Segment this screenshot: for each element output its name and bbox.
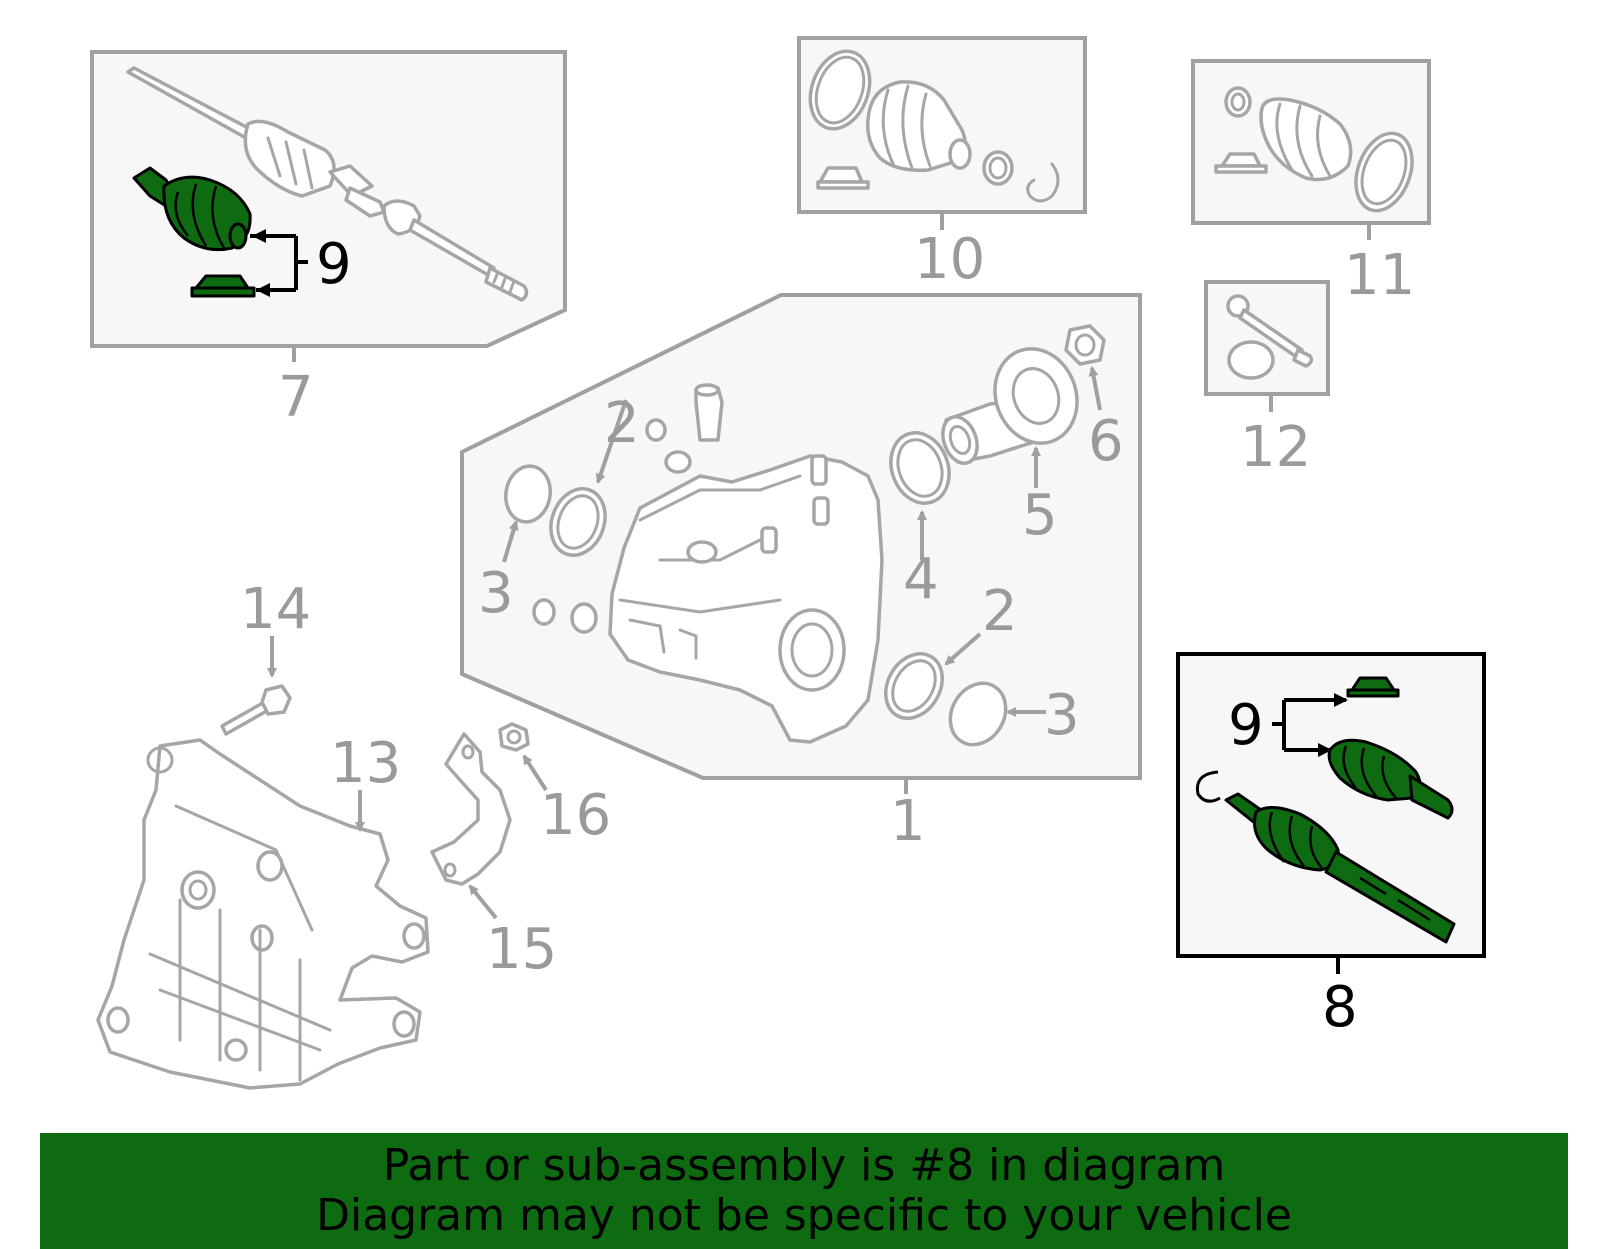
callout-2-upper: 2 — [604, 391, 640, 456]
panel-1-differential: 2 3 4 5 6 2 3 1 — [460, 293, 1142, 854]
panel-7-axle-assembly: 9 7 — [90, 50, 567, 430]
mount-bracket-13-part: 13 — [96, 731, 430, 1090]
callout-13: 13 — [330, 731, 401, 796]
callout-3-left: 3 — [478, 561, 514, 626]
panel-10-boot-kit: 10 — [797, 36, 1087, 292]
cv-joint-9-highlight — [132, 166, 252, 252]
callout-2-lower: 2 — [982, 579, 1018, 644]
callout-9-lower: 9 — [1228, 693, 1264, 758]
panel-12-pin-kit: 12 — [1204, 280, 1330, 480]
banner-line-1: Part or sub-assembly is #8 in diagram — [382, 1140, 1226, 1191]
axle-shaft-part — [126, 66, 529, 302]
callout-10: 10 — [914, 227, 985, 292]
banner-line-2: Diagram may not be specific to your vehi… — [316, 1190, 1292, 1241]
callout-8: 8 — [1322, 975, 1358, 1040]
callout-12: 12 — [1240, 415, 1311, 480]
heat-shield-15-part: 15 — [430, 732, 557, 982]
differential-housing-part — [608, 454, 884, 744]
callout-5: 5 — [1022, 483, 1058, 548]
notice-banner: Part or sub-assembly is #8 in diagram Di… — [40, 1133, 1568, 1249]
callout-7: 7 — [278, 365, 314, 430]
panel-8-highlighted-assembly: 9 8 — [1176, 652, 1486, 1040]
boot-clamp-9-highlight — [190, 274, 256, 298]
flange-part — [941, 347, 1079, 465]
callout-11: 11 — [1344, 243, 1415, 308]
callout-14: 14 — [240, 577, 311, 642]
callout-4: 4 — [903, 547, 939, 612]
callout-16: 16 — [540, 783, 611, 848]
bolt-14-part: 14 — [220, 577, 311, 736]
panel-11-boot-kit: 11 — [1191, 59, 1431, 308]
callout-1: 1 — [890, 789, 926, 854]
callout-3-right: 3 — [1044, 683, 1080, 748]
callout-9: 9 — [316, 232, 352, 297]
nut-16-part: 16 — [498, 722, 611, 848]
callout-15: 15 — [486, 917, 557, 982]
callout-6: 6 — [1088, 409, 1124, 474]
